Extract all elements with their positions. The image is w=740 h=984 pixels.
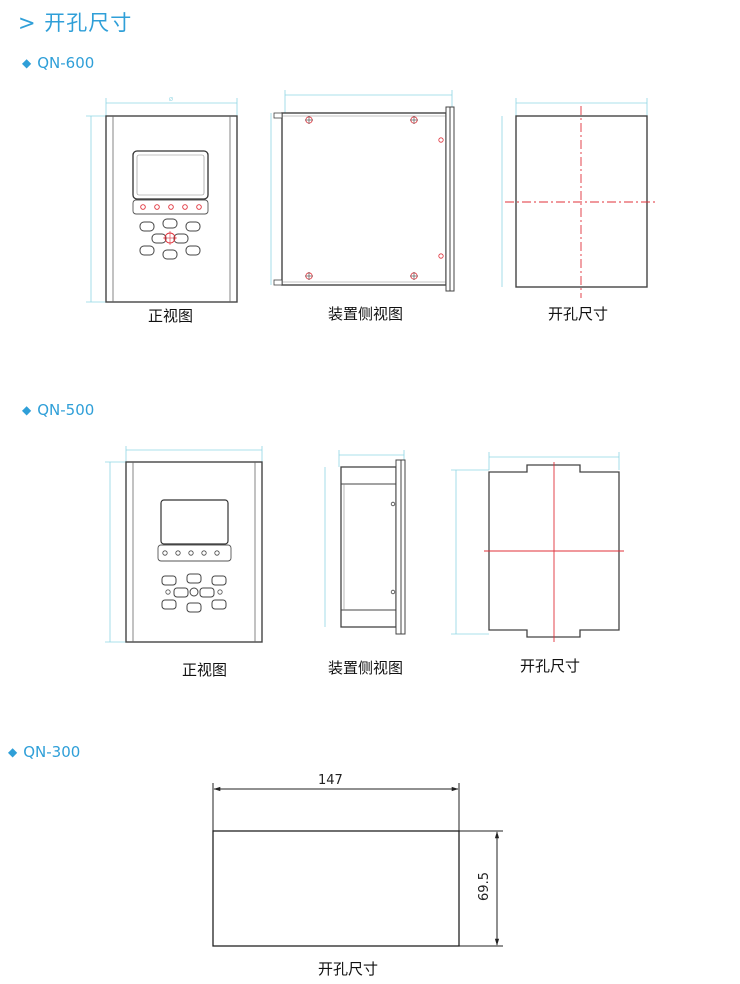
page-title: > 开孔尺寸 (18, 11, 133, 35)
section-heading-qn500: ◆ QN-500 (22, 401, 94, 419)
diamond-icon: ◆ (22, 403, 32, 417)
svg-text:Ø: Ø (169, 96, 173, 103)
section-heading-qn300: ◆ QN-300 (8, 743, 80, 761)
caption-front-view: 正视图 (182, 661, 228, 679)
caption-cutout: 开孔尺寸 (520, 657, 581, 675)
dimension-width-label: 147 (318, 773, 343, 788)
section-heading-qn600: ◆ QN-600 (22, 54, 94, 72)
caption-cutout: 开孔尺寸 (318, 960, 379, 978)
section-name: QN-300 (23, 743, 81, 761)
diamond-icon: ◆ (8, 745, 18, 759)
diamond-icon: ◆ (22, 56, 32, 70)
caption-cutout: 开孔尺寸 (548, 305, 609, 323)
dimension-height-label: 69.5 (476, 872, 492, 901)
section-name: QN-500 (37, 401, 95, 419)
caption-front-view: 正视图 (148, 307, 194, 325)
caption-side-view: 装置侧视图 (328, 305, 404, 323)
section-name: QN-600 (37, 54, 95, 72)
caption-side-view: 装置侧视图 (328, 659, 404, 677)
